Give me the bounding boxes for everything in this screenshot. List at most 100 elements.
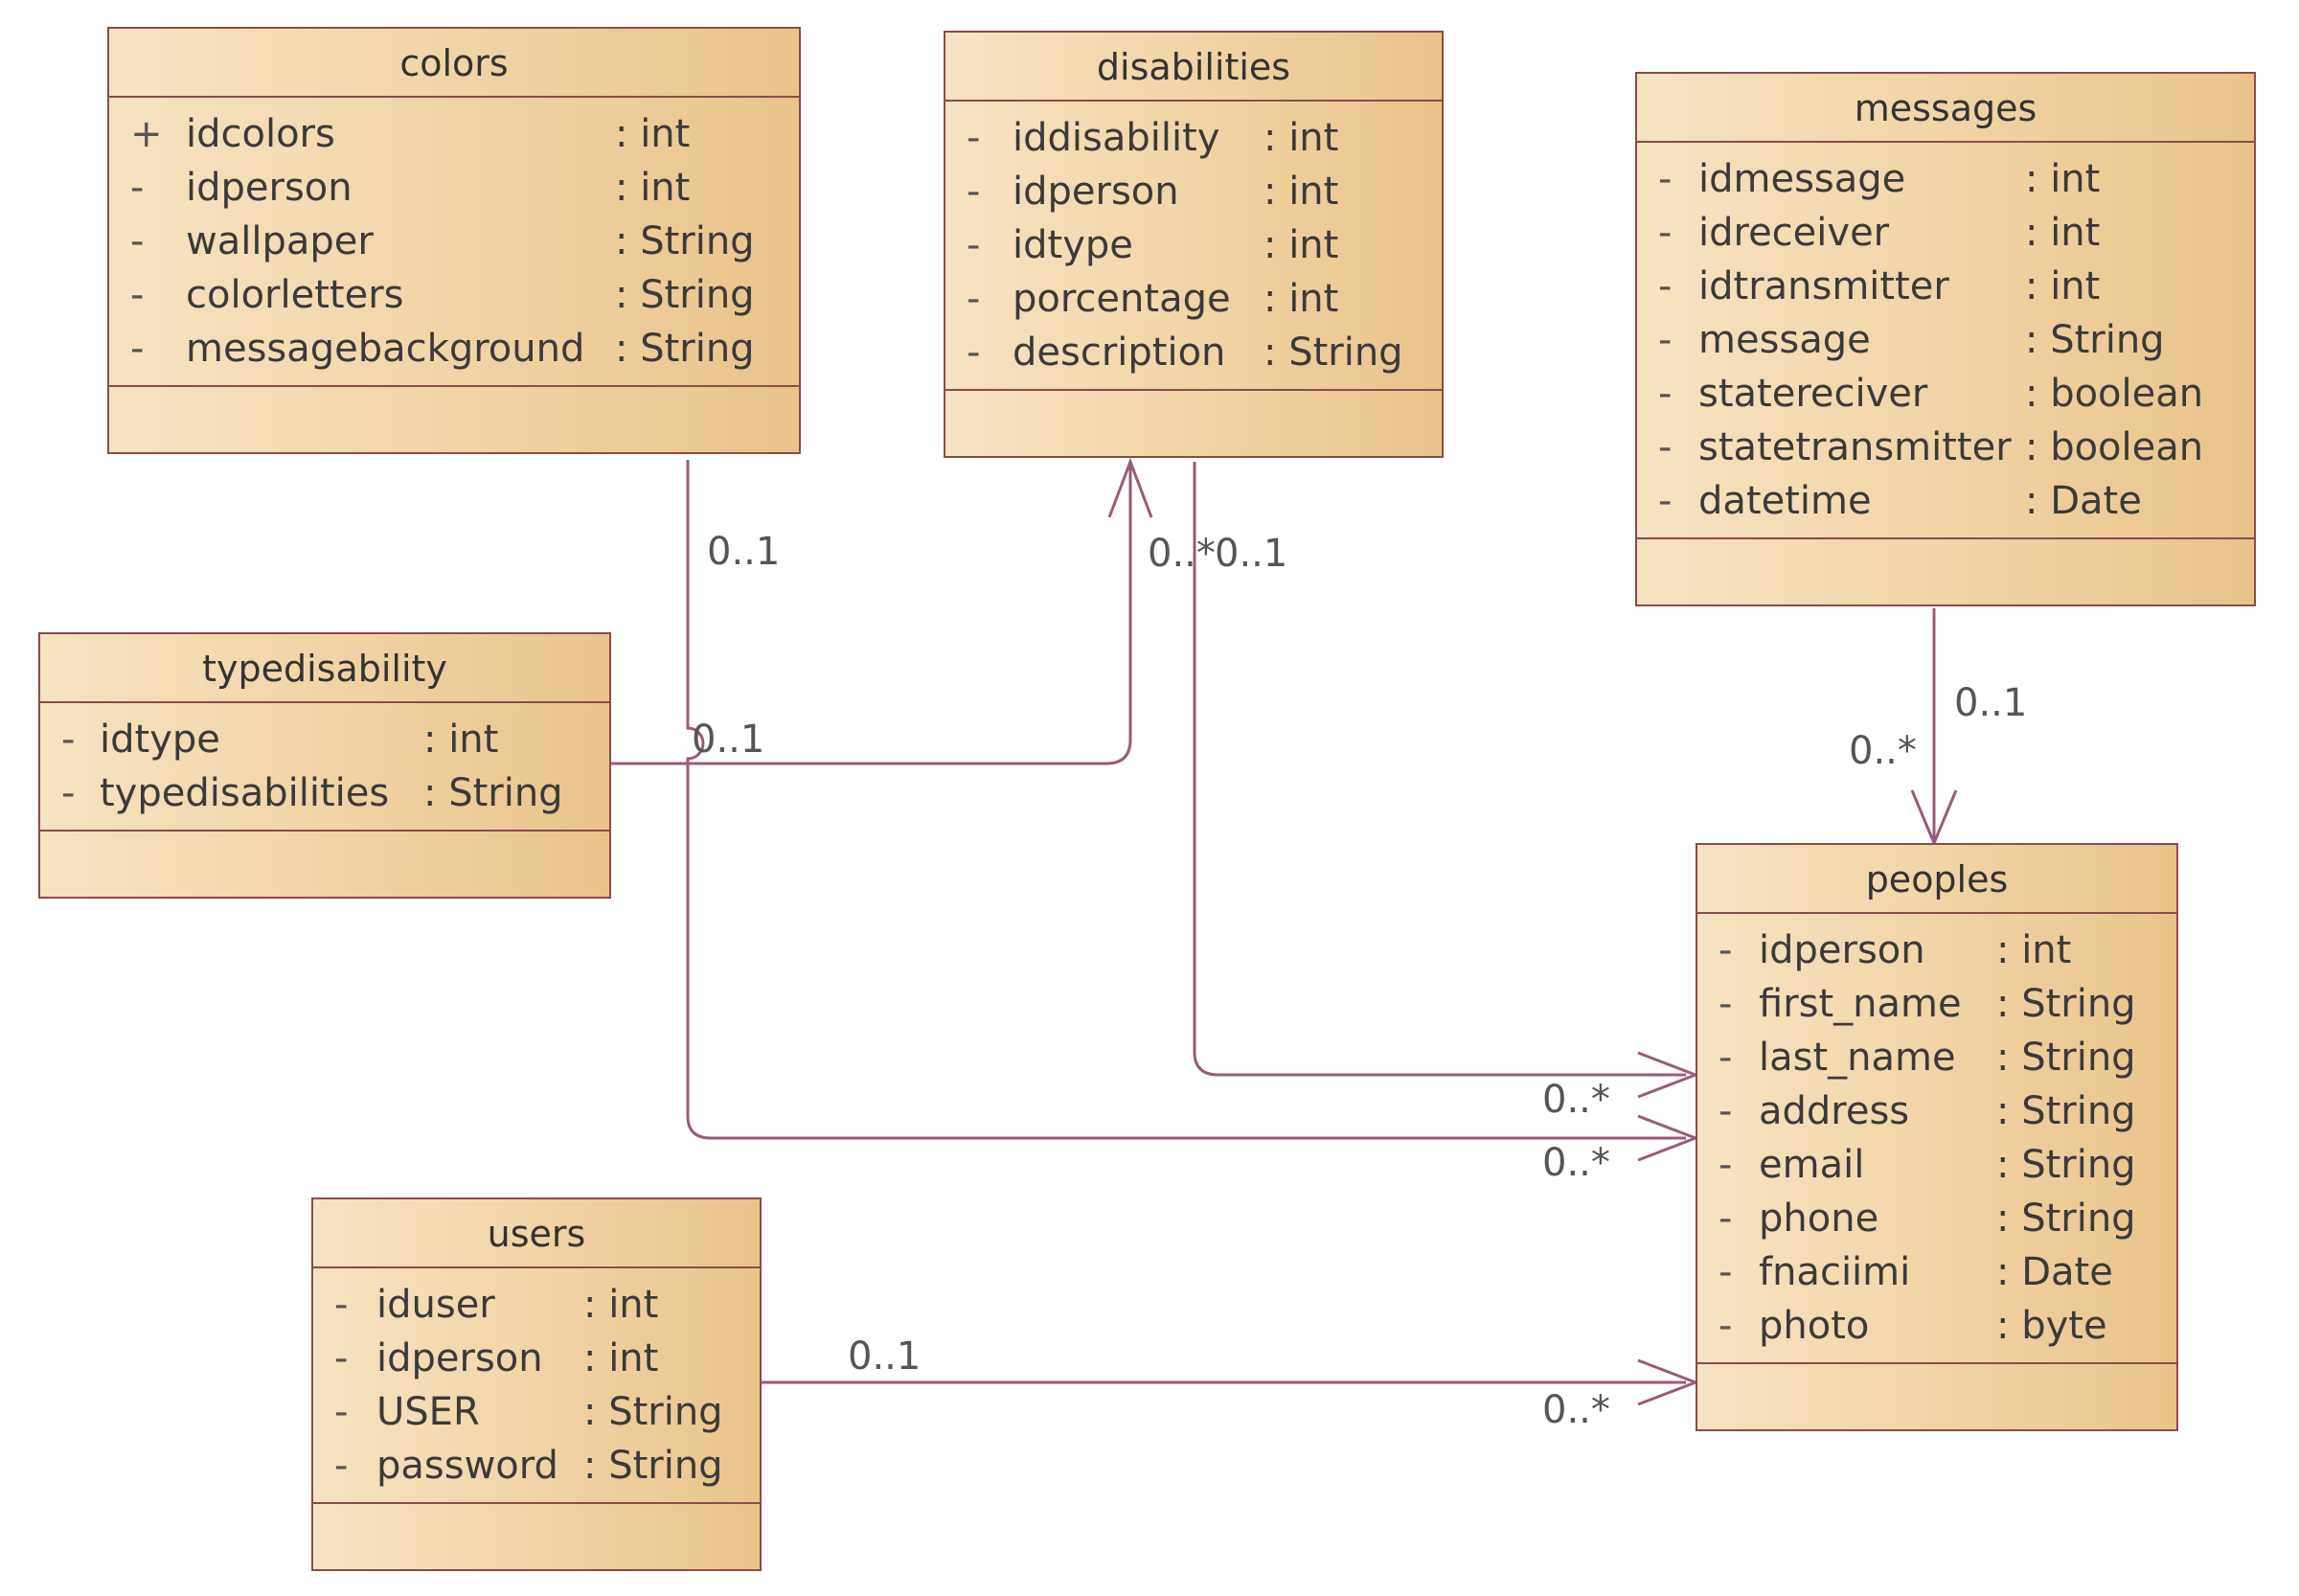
attribute-name: password [376,1444,558,1488]
class-name: disabilities [945,33,1442,102]
class-colors[interactable]: colors +idcolors: int -idperson: int -wa… [107,27,801,454]
attribute-type: : String [1996,1197,2136,1241]
attribute-row: -USER: String [313,1385,760,1439]
operations-compartment [313,1504,760,1569]
class-disabilities[interactable]: disabilities -iddisability: int -idperso… [944,31,1444,458]
class-peoples[interactable]: peoples -idperson: int -first_name: Stri… [1696,843,2178,1431]
association-typedisability-disabilities [611,465,1132,765]
attribute-type: : String [1996,1089,2136,1133]
attribute-type: : int [615,166,691,210]
attribute-type: : String [583,1390,723,1434]
visibility-marker: - [967,331,981,375]
attribute-list: -iddisability: int -idperson: int -idtyp… [945,102,1442,391]
attribute-name: datetime [1698,479,1872,523]
visibility-marker: - [967,116,981,160]
attribute-type: : String [615,327,755,371]
attribute-type: : int [2025,264,2101,308]
visibility-marker: - [1719,1143,1733,1187]
multiplicity-typedisability-target: 0..* [1148,532,1216,576]
attribute-type: : String [583,1444,723,1488]
visibility-marker: - [130,219,145,263]
multiplicity-users-target: 0..* [1542,1388,1610,1432]
attribute-list: -idperson: int -first_name: String -last… [1697,914,2176,1364]
attribute-name: statereciver [1698,372,1928,416]
attribute-name: USER [376,1390,480,1434]
class-typedisability[interactable]: typedisability -idtype: int -typedisabil… [38,632,611,899]
visibility-marker: - [1719,1250,1733,1294]
attribute-type: : String [615,273,755,317]
visibility-marker: - [1719,982,1733,1026]
class-name: colors [109,29,799,98]
class-messages[interactable]: messages -idmessage: int -idreceiver: in… [1635,72,2256,606]
attribute-name: idperson [1013,170,1179,214]
visibility-marker: - [61,718,76,762]
attribute-type: : Date [1996,1250,2113,1294]
attribute-row: -description : String [945,326,1442,379]
attribute-name: idtype [1013,223,1133,267]
multiplicity-messages-target: 0..* [1849,729,1917,773]
attribute-row: -typedisabilities: String [40,766,609,820]
attribute-name: wallpaper [186,219,374,263]
association-colors-peoples [686,460,1686,1140]
attribute-type: : int [1263,116,1339,160]
attribute-row: -phone: String [1697,1192,2176,1245]
attribute-row: -datetime: Date [1637,474,2254,528]
attribute-row: -idtype: int [40,713,609,766]
attribute-row: -idperson : int [109,161,799,215]
attribute-list: -idmessage: int -idreceiver: int -idtran… [1637,143,2254,539]
attribute-name: idtransmitter [1698,264,1949,308]
attribute-type: : boolean [2025,425,2204,469]
arrowhead-typedisability-disabilities [1107,457,1153,518]
attribute-row: -last_name: String [1697,1031,2176,1084]
attribute-row: -porcentage: int [945,272,1442,326]
attribute-type: : String [1996,1143,2136,1187]
attribute-row: -idreceiver: int [1637,206,2254,260]
visibility-marker: - [130,166,145,210]
attribute-type: : int [615,112,691,156]
attribute-name: description [1013,331,1226,375]
attribute-name: idtype [100,718,220,762]
class-name: typedisability [40,634,609,703]
attribute-row: -idperson : int [945,165,1442,218]
attribute-type: : int [1263,170,1339,214]
attribute-type: : int [1263,277,1339,321]
visibility-marker: - [1658,425,1673,469]
class-users[interactable]: users -iduser: int -idperson: int -USER:… [311,1197,762,1571]
attribute-name: colorletters [186,273,404,317]
attribute-type: : int [583,1336,659,1380]
visibility-marker: - [1719,1089,1733,1133]
attribute-row: -messagebackground: String [109,322,799,376]
visibility-marker: - [967,170,981,214]
operations-compartment [945,391,1442,456]
visibility-marker: - [1719,928,1733,972]
multiplicity-disabilities-target: 0..* [1542,1078,1610,1122]
attribute-type: : String [1263,331,1403,375]
attribute-row: -statereciver: boolean [1637,367,2254,421]
visibility-marker: - [1658,211,1673,255]
attribute-name: idperson [1759,928,1925,972]
attribute-type: : String [423,771,563,815]
attribute-type: : String [2025,318,2165,362]
attribute-type: : String [615,219,755,263]
attribute-type: : String [1996,1036,2136,1080]
attribute-name: idperson [186,166,353,210]
association-disabilities-peoples [1193,462,1686,1077]
visibility-marker: - [967,223,981,267]
visibility-marker: + [130,112,163,156]
class-name: users [313,1199,760,1268]
attribute-name: porcentage [1013,277,1231,321]
attribute-name: typedisabilities [100,771,390,815]
multiplicity-colors-target: 0..* [1542,1141,1610,1185]
attribute-type: : String [1996,982,2136,1026]
attribute-row: -idmessage: int [1637,152,2254,206]
multiplicity-messages-source: 0..1 [1954,681,2028,725]
attribute-name: address [1759,1089,1910,1133]
attribute-row: -statetransmitter: boolean [1637,421,2254,474]
attribute-row: -colorletters : String [109,268,799,322]
attribute-name: phone [1759,1197,1879,1241]
visibility-marker: - [130,273,145,317]
multiplicity-colors-source: 0..1 [707,530,781,574]
attribute-row: -message: String [1637,313,2254,367]
